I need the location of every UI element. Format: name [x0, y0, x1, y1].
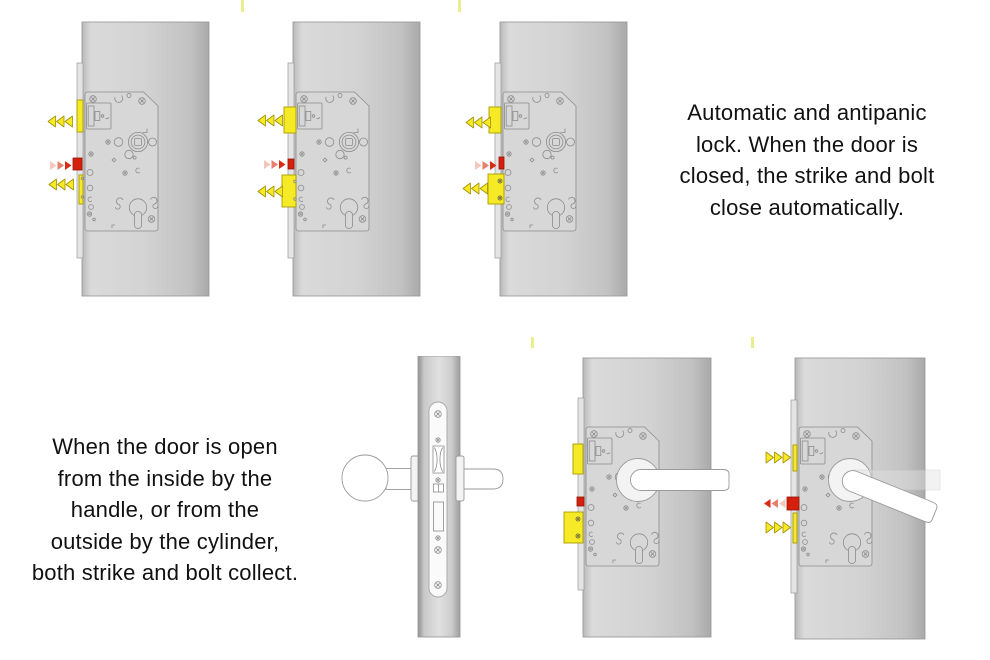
strike-latch	[792, 444, 798, 472]
yellow-arrows-left-icon	[257, 185, 283, 198]
auxiliary-bolt	[786, 496, 800, 511]
tick-mark	[241, 0, 244, 12]
bolt-pin	[80, 195, 85, 199]
lock-diagram-closed-stage-3	[462, 21, 628, 297]
lever-handle	[463, 468, 504, 490]
bolt-pin	[293, 197, 297, 201]
faceplate-front	[428, 401, 448, 598]
bolt-pin	[293, 179, 297, 184]
lock-edge-view	[341, 356, 504, 638]
deadbolt	[563, 511, 584, 544]
red-arrows-right-icon	[50, 161, 72, 170]
tick-mark	[751, 337, 754, 348]
tick-mark	[458, 0, 461, 12]
lever-rose	[455, 455, 465, 502]
red-arrows-left-icon	[764, 499, 786, 508]
strike-latch	[76, 99, 84, 133]
caption-top: Automatic and antipanic lock. When the d…	[648, 97, 966, 223]
strike-latch	[283, 106, 297, 134]
caption-line: outside by the cylinder,	[50, 528, 280, 554]
yellow-arrows-left-icon	[462, 182, 488, 195]
deadbolt	[281, 174, 297, 208]
yellow-arrows-right-icon	[765, 451, 791, 464]
caption-line: When the door is open	[52, 434, 278, 459]
lock-faceplate	[790, 399, 798, 594]
auxiliary-bolt	[287, 158, 295, 170]
red-arrows-right-icon	[264, 160, 286, 169]
tick-mark	[531, 337, 534, 348]
lock-case	[503, 92, 576, 231]
yellow-arrows-left-icon	[47, 115, 73, 128]
deadbolt	[78, 174, 84, 205]
caption-line: close automatically.	[709, 194, 905, 220]
caption-line: both strike and bolt collect.	[31, 560, 299, 585]
latch-cutout	[432, 445, 445, 474]
lock-faceplate	[577, 397, 585, 591]
lock-case	[296, 92, 369, 231]
strike-latch	[572, 443, 584, 475]
lock-diagram-closed-stage-1	[47, 21, 210, 297]
auxiliary-cutout	[433, 483, 444, 493]
caption-line: Automatic and antipanic	[687, 100, 927, 125]
bolt-screws	[575, 516, 581, 539]
red-arrows-right-icon	[475, 161, 497, 170]
caption-line: closed, the strike and bolt	[679, 163, 935, 188]
bolt-screws	[497, 178, 503, 201]
lock-diagram-closed-stage-2	[257, 21, 421, 297]
auxiliary-bolt	[576, 496, 585, 507]
yellow-arrows-left-icon	[465, 116, 491, 129]
auxiliary-bolt	[72, 157, 83, 171]
lock-diagram-handle-pressed	[764, 357, 941, 640]
lever-handle	[630, 469, 730, 491]
deadbolt-cutout	[433, 501, 444, 532]
door-knob	[341, 454, 389, 502]
auxiliary-bolt	[498, 156, 505, 170]
lever-handle-pressed	[841, 470, 938, 523]
lock-diagram-handle-rest	[563, 357, 730, 638]
deadbolt	[792, 512, 798, 544]
caption-line: handle, or from the	[70, 497, 260, 522]
yellow-arrows-left-icon	[48, 178, 74, 191]
caption-line: lock. When the door is	[695, 131, 919, 157]
yellow-arrows-left-icon	[257, 114, 283, 127]
caption-line: from the inside by the	[57, 465, 273, 491]
yellow-arrows-right-icon	[765, 521, 791, 534]
bolt-pin	[80, 176, 85, 181]
knob-neck	[385, 468, 414, 490]
caption-bottom: When the door is open from the inside by…	[15, 431, 315, 589]
lock-case	[85, 92, 158, 231]
